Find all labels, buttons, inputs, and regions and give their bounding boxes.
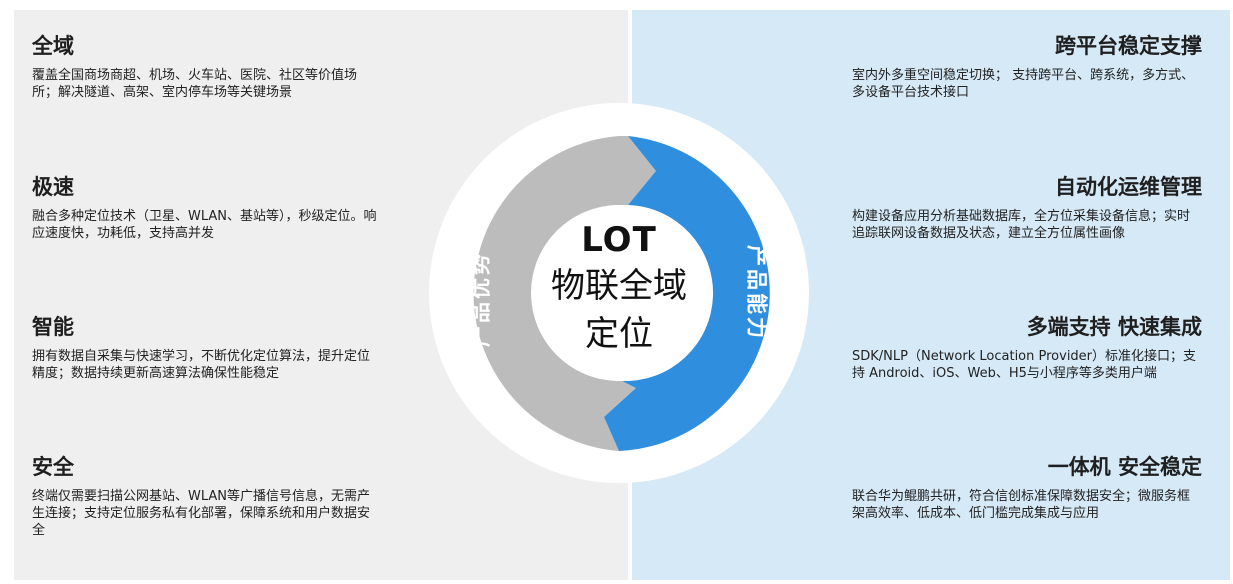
advantages-arc (473, 136, 656, 451)
feature-title: 跨平台稳定支撑 (1055, 33, 1202, 58)
center-title-line1: LOT (581, 220, 657, 260)
feature-title: 多端支持 快速集成 (1026, 314, 1202, 339)
feature-title: 一体机 安全稳定 (1047, 454, 1202, 479)
advantages-arc-label: 产品优势 (468, 251, 493, 347)
feature-desc: 室内外多重空间稳定切换； 支持跨平台、跨系统，多方式、多设备平台技术接口 (852, 68, 1195, 100)
feature-cross-platform: 跨平台稳定支撑 室内外多重空间稳定切换； 支持跨平台、跨系统，多方式、多设备平台… (852, 32, 1202, 101)
feature-title: 全域 (32, 33, 74, 58)
capabilities-arc-label: 产品能力 (745, 245, 770, 341)
feature-multi-client: 多端支持 快速集成 SDK/NLP（Network Location Provi… (852, 313, 1202, 382)
feature-title: 自动化运维管理 (1055, 174, 1202, 199)
feature-desc: SDK/NLP（Network Location Provider）标准化接口；… (852, 349, 1197, 381)
feature-desc: 覆盖全国商场商超、机场、火车站、医院、社区等价值场所；解决隧道、高架、室内停车场… (32, 68, 358, 100)
center-title-line3: 定位 (585, 314, 653, 354)
feature-all-in-one: 一体机 安全稳定 联合华为鲲鹏共研，符合信创标准保障数据安全；微服务框架高效率、… (852, 453, 1202, 522)
ring-diagram: 产品优势 产品能力 (429, 103, 809, 483)
feature-speed: 极速 融合多种定位技术（卫星、WLAN、基站等），秒级定位。响应速度快，功耗低，… (32, 173, 382, 242)
feature-desc: 构建设备应用分析基础数据库，全方位采集设备信息；实时追踪联网设备数据及状态，建立… (852, 209, 1191, 241)
inner-white-disc (531, 205, 707, 381)
feature-automated-ops: 自动化运维管理 构建设备应用分析基础数据库，全方位采集设备信息；实时追踪联网设备… (852, 173, 1202, 242)
feature-desc: 联合华为鲲鹏共研，符合信创标准保障数据安全；微服务框架高效率、低成本、低门槛完成… (852, 489, 1191, 521)
feature-security: 安全 终端仅需要扫描公网基站、WLAN等广播信号信息，无需产生连接；支持定位服务… (32, 453, 382, 539)
feature-title: 极速 (32, 174, 74, 199)
feature-coverage: 全域 覆盖全国商场商超、机场、火车站、医院、社区等价值场所；解决隧道、高架、室内… (32, 32, 382, 101)
feature-desc: 融合多种定位技术（卫星、WLAN、基站等），秒级定位。响应速度快，功耗低，支持高… (32, 209, 377, 241)
feature-title: 安全 (32, 454, 74, 479)
center-title: LOT 物联全域 定位 (519, 218, 719, 358)
center-title-line2: 物联全域 (551, 266, 687, 306)
feature-intelligence: 智能 拥有数据自采集与快速学习，不断优化定位算法，提升定位精度；数据持续更新高速… (32, 313, 382, 382)
capabilities-arc (604, 136, 770, 451)
feature-title: 智能 (32, 314, 74, 339)
feature-desc: 拥有数据自采集与快速学习，不断优化定位算法，提升定位精度；数据持续更新高速算法确… (32, 349, 371, 381)
feature-desc: 终端仅需要扫描公网基站、WLAN等广播信号信息，无需产生连接；支持定位服务私有化… (32, 489, 371, 538)
